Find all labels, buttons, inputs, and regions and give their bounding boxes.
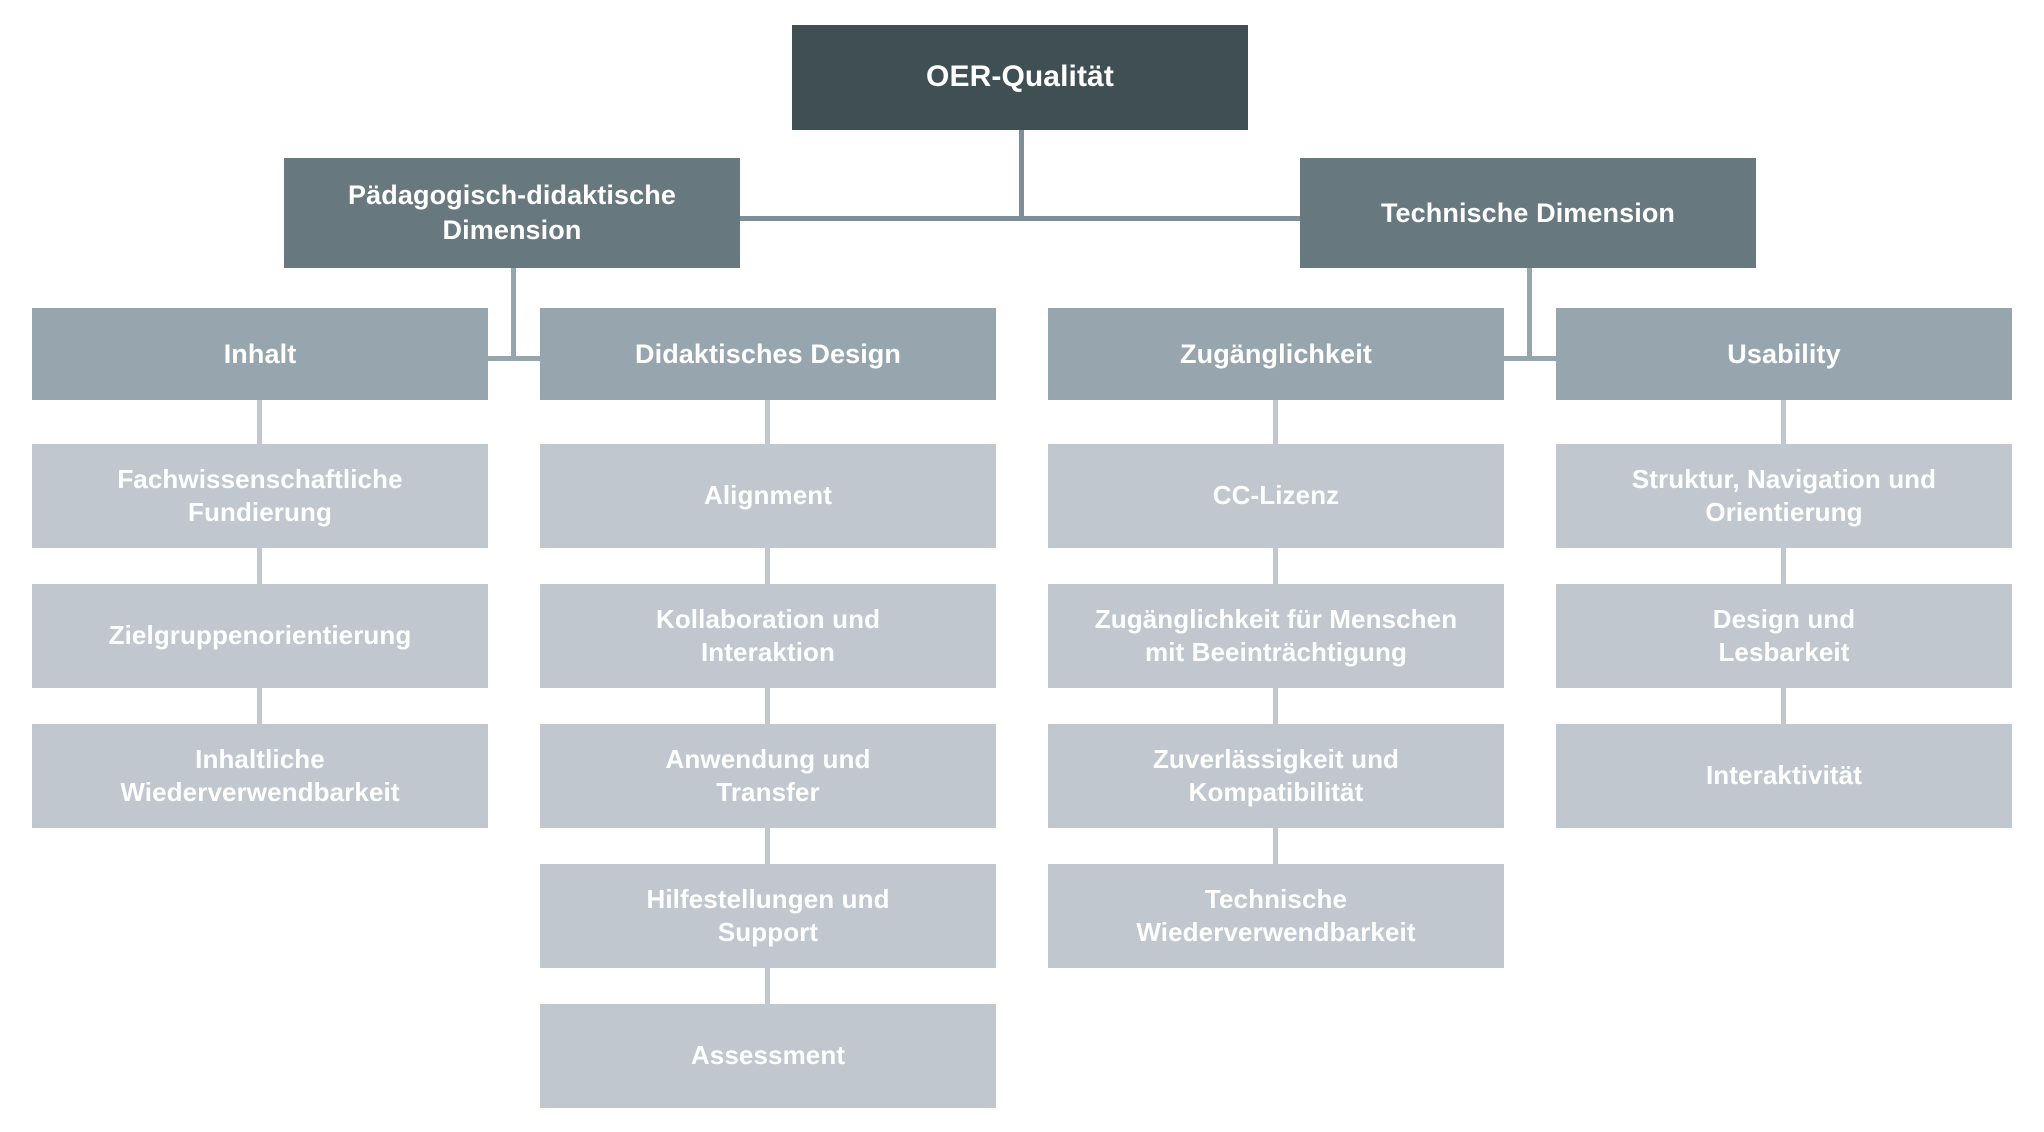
connector-dim2-to-categories	[1300, 356, 1755, 361]
node-category-usability[interactable]: Usability	[1556, 308, 2012, 400]
node-criterion-inhaltliche-wiederverwendbarkeit[interactable]: Inhaltliche Wiederverwendbarkeit	[32, 724, 488, 828]
connector-col1-3	[257, 688, 262, 724]
connector-col3-3	[1273, 688, 1278, 724]
connector-dim2-stem	[1527, 268, 1532, 360]
node-criterion-zuverlaessigkeit-und-kompatibilitaet[interactable]: Zuverlässigkeit und Kompatibilität	[1048, 724, 1504, 828]
node-criterion-alignment[interactable]: Alignment	[540, 444, 996, 548]
connector-col4-1	[1781, 400, 1786, 444]
node-criterion-hilfestellungen-und-support[interactable]: Hilfestellungen und Support	[540, 864, 996, 968]
node-criterion-anwendung-und-transfer[interactable]: Anwendung und Transfer	[540, 724, 996, 828]
connector-col3-4	[1273, 828, 1278, 864]
node-criterion-assessment[interactable]: Assessment	[540, 1004, 996, 1108]
connector-root-to-dimensions	[562, 216, 1564, 221]
connector-col2-1	[765, 400, 770, 444]
node-criterion-fachwissenschaftliche-fundierung[interactable]: Fachwissenschaftliche Fundierung	[32, 444, 488, 548]
node-criterion-technische-wiederverwendbarkeit[interactable]: Technische Wiederverwendbarkeit	[1048, 864, 1504, 968]
connector-col3-1	[1273, 400, 1278, 444]
connector-dim1-stem	[511, 268, 516, 360]
node-category-zugaenglichkeit[interactable]: Zugänglichkeit	[1048, 308, 1504, 400]
node-dimension-technische[interactable]: Technische Dimension	[1300, 158, 1756, 268]
node-criterion-interaktivitaet[interactable]: Interaktivität	[1556, 724, 2012, 828]
node-criterion-kollaboration-und-interaktion[interactable]: Kollaboration und Interaktion	[540, 584, 996, 688]
connector-col4-3	[1781, 688, 1786, 724]
connector-col4-2	[1781, 548, 1786, 584]
connector-col3-2	[1273, 548, 1278, 584]
connector-dim1-to-categories	[284, 356, 739, 361]
node-criterion-cc-lizenz[interactable]: CC-Lizenz	[1048, 444, 1504, 548]
connector-col1-1	[257, 400, 262, 444]
node-criterion-struktur-navigation-und-orientierung[interactable]: Struktur, Navigation und Orientierung	[1556, 444, 2012, 548]
connector-col2-2	[765, 548, 770, 584]
node-category-didaktisches-design[interactable]: Didaktisches Design	[540, 308, 996, 400]
node-category-inhalt[interactable]: Inhalt	[32, 308, 488, 400]
node-root-oer-qualitaet[interactable]: OER-Qualität	[792, 25, 1248, 130]
node-criterion-design-und-lesbarkeit[interactable]: Design und Lesbarkeit	[1556, 584, 2012, 688]
node-dimension-paedagogisch-didaktische[interactable]: Pädagogisch-didaktische Dimension	[284, 158, 740, 268]
node-criterion-zielgruppenorientierung[interactable]: Zielgruppenorientierung	[32, 584, 488, 688]
connector-col2-4	[765, 828, 770, 864]
node-criterion-zugaenglichkeit-fuer-menschen-mit-beeintraechtigung[interactable]: Zugänglichkeit für Menschen mit Beeinträ…	[1048, 584, 1504, 688]
connector-col2-5	[765, 968, 770, 1004]
connector-col2-3	[765, 688, 770, 724]
connector-col1-2	[257, 548, 262, 584]
connector-root-stem	[1019, 130, 1024, 220]
